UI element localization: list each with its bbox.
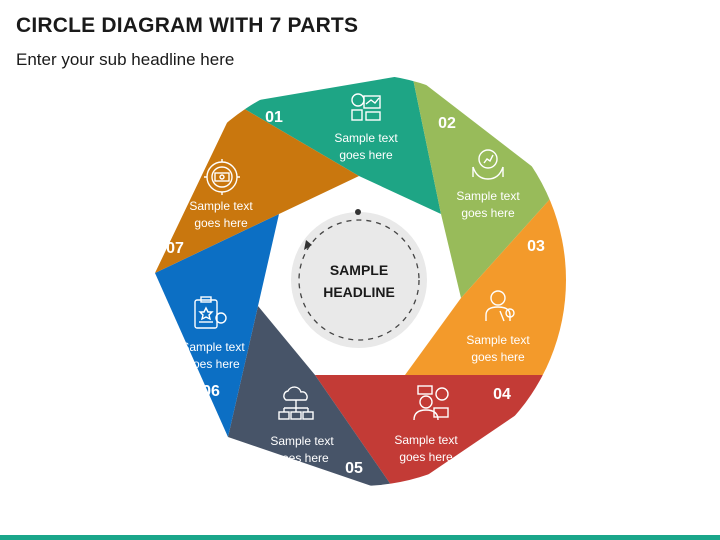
bottom-accent-bar	[0, 535, 720, 540]
segment-03-number: 03	[527, 238, 545, 255]
segment-02-content: Sample text goes here 02	[438, 115, 520, 220]
page-subtitle: Enter your sub headline here	[16, 50, 235, 69]
segment-07-content: Sample text goes here 07	[166, 159, 253, 257]
segment-04-number: 04	[493, 386, 511, 403]
segment-06-content: Sample text goes here 06	[181, 296, 245, 400]
segment-05-number: 05	[345, 460, 363, 477]
center-ring-arrow	[304, 240, 312, 250]
segment-01	[236, 74, 441, 214]
segment-02-number: 02	[438, 115, 456, 132]
segment-05-content: Sample text goes here 05	[270, 386, 363, 477]
segment-03-text-line1: Sample text	[466, 333, 530, 347]
segment-03-text-line2: goes here	[471, 350, 525, 364]
segment-01-text-line1: Sample text	[334, 131, 398, 145]
center-dashed-ring	[298, 219, 420, 341]
segment-04	[315, 375, 566, 486]
segment-06-text-line2: goes here	[186, 357, 240, 371]
segment-02-text-line2: goes here	[461, 206, 515, 220]
hand-growth-icon	[472, 149, 504, 180]
center-headline-line1: SAMPLE	[330, 262, 388, 278]
segment-01-number: 01	[265, 109, 283, 126]
segment-04-text-line2: goes here	[399, 450, 453, 464]
clipboard-star-icon	[194, 296, 227, 329]
segment-07-text-line2: goes here	[194, 216, 248, 230]
segment-05-text-line2: goes here	[275, 451, 329, 465]
segment-02	[412, 74, 560, 298]
segment-03-content: Sample text goes here 03	[466, 238, 545, 364]
businessman-money-icon	[413, 385, 449, 421]
segment-06-text-line1: Sample text	[181, 340, 245, 354]
center-ring-dot	[355, 209, 361, 215]
segment-01-text-line2: goes here	[339, 148, 393, 162]
center-circle	[287, 208, 431, 352]
segment-04-content: Sample text goes here 04	[394, 385, 511, 464]
page-title: CIRCLE DIAGRAM WITH 7 PARTS	[16, 14, 359, 37]
segment-07	[155, 104, 359, 273]
money-chart-icon	[351, 93, 381, 121]
segment-07-text-line1: Sample text	[189, 199, 253, 213]
segment-02-text-line1: Sample text	[456, 189, 520, 203]
segment-06-number: 06	[202, 383, 220, 400]
segment-03	[405, 188, 566, 375]
segment-05	[228, 306, 398, 486]
segment-07-number: 07	[166, 240, 184, 257]
cloud-network-icon	[278, 386, 314, 420]
money-target-icon	[204, 159, 240, 195]
segment-01-content: Sample text goes here 01	[265, 93, 398, 162]
segment-05-text-line1: Sample text	[270, 434, 334, 448]
person-idea-icon	[485, 290, 515, 322]
center-headline-line2: HEADLINE	[323, 284, 395, 300]
segment-04-text-line1: Sample text	[394, 433, 458, 447]
